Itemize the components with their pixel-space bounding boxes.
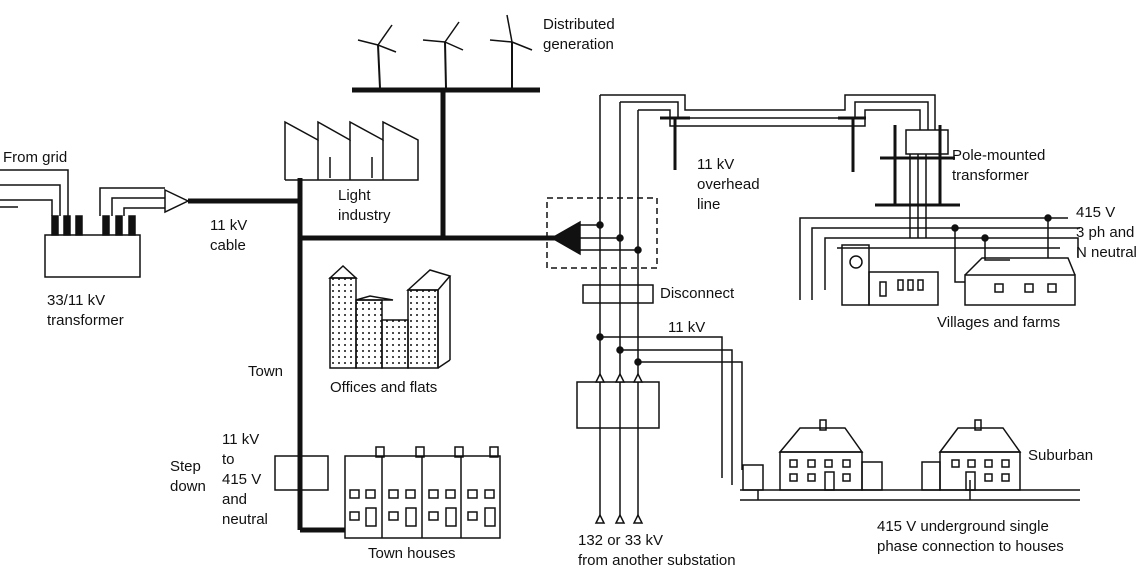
disconnect-switch-box xyxy=(546,197,658,269)
disconnect-switch xyxy=(582,284,654,304)
busbar xyxy=(188,87,555,533)
cable-11kv-label: 11 kV cable xyxy=(210,217,248,254)
supply-415v-lines xyxy=(799,217,1080,300)
junction-dot xyxy=(596,221,642,366)
transformer-33-11kv-label: 33/11 kV transformer xyxy=(47,292,124,329)
substation-transformer xyxy=(576,381,660,429)
terminal-icon xyxy=(594,372,644,524)
cabinet-icon xyxy=(742,464,764,491)
grid-feed-lines xyxy=(0,169,165,216)
underground-connection-label: 415 V underground single phase connectio… xyxy=(877,518,1064,555)
supply-415v-label: 415 V 3 ph and N neutral xyxy=(1076,204,1136,261)
overhead-line xyxy=(600,94,936,172)
disconnect-label: Disconnect xyxy=(660,285,735,302)
distributed-generation-label: Distributed generation xyxy=(543,16,615,53)
underground-connection xyxy=(600,336,1080,501)
offices-flats-icon xyxy=(328,264,452,369)
substation-supply-label: 132 or 33 kV from another substation xyxy=(578,532,736,569)
light-industry-label: Light industry xyxy=(338,187,391,224)
suburban-label: Suburban xyxy=(1028,447,1094,464)
offices-flats-label: Offices and flats xyxy=(330,379,438,396)
factory-icon xyxy=(284,120,419,181)
pole-mounted-transformer xyxy=(875,125,960,238)
suburban-house-icon xyxy=(921,419,1022,491)
step-down-transformer xyxy=(274,455,329,491)
substation-feeders xyxy=(580,95,639,515)
town-houses-label: Town houses xyxy=(368,545,456,562)
village-buildings-icon xyxy=(841,244,1076,306)
wind-turbine-icon xyxy=(422,21,464,89)
wind-turbine-icon xyxy=(357,24,397,89)
transformer-33-11kv xyxy=(44,215,141,278)
wind-turbine-icon xyxy=(489,14,533,88)
step-down-label: Step down xyxy=(170,458,206,495)
town-label: Town xyxy=(248,363,284,380)
villages-farms-label: Villages and farms xyxy=(937,314,1061,331)
cable-arrow-icon xyxy=(164,188,190,214)
junction-dot xyxy=(951,214,1052,242)
suburban-house-icon xyxy=(778,419,883,491)
stepdown-voltage-label: 11 kV to 415 V and neutral xyxy=(222,431,268,528)
overhead-line-label: 11 kV overhead line xyxy=(697,156,760,213)
busbar-arrow-icon xyxy=(550,220,581,256)
eleven-kv-label: 11 kV xyxy=(668,319,706,336)
pole-mounted-transformer-label: Pole-mounted transformer xyxy=(952,147,1046,184)
from-grid-label: From grid xyxy=(3,149,68,166)
town-houses-icon xyxy=(344,446,501,539)
